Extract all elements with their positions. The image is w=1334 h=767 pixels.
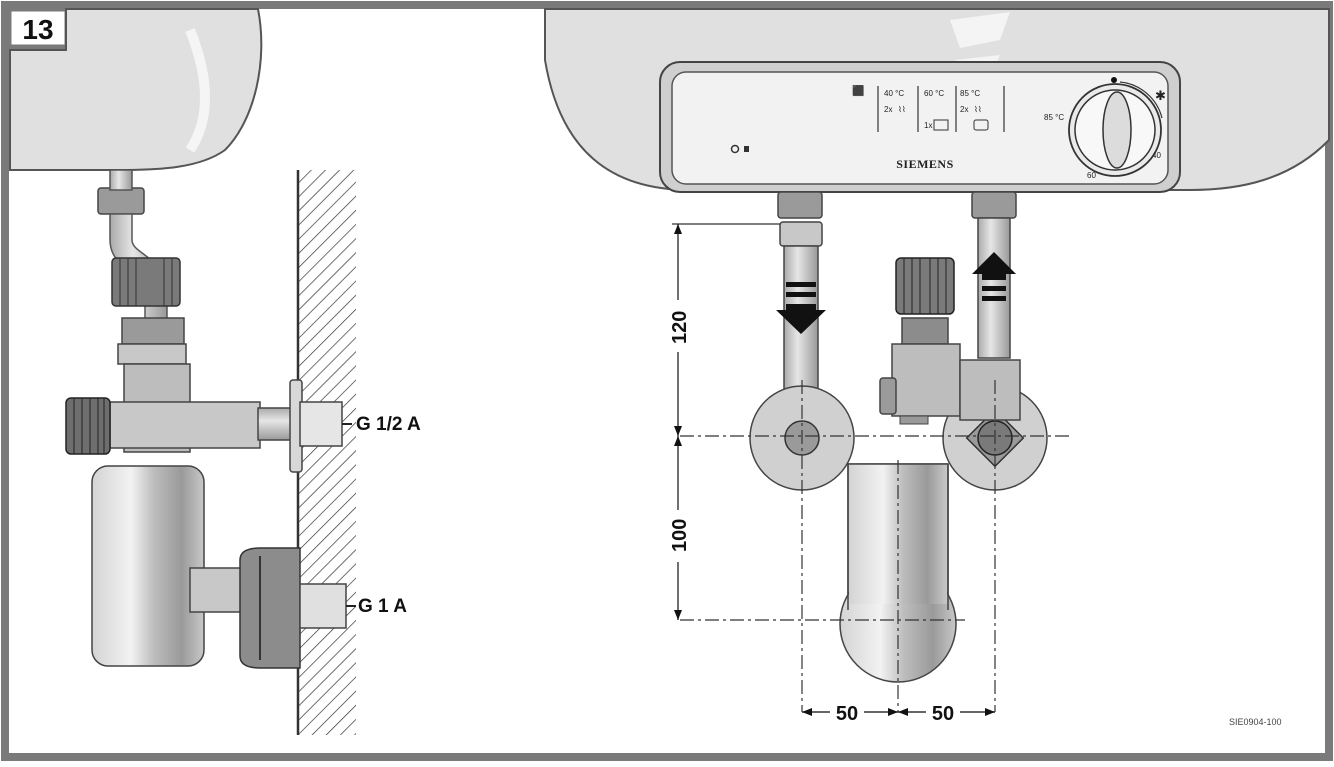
control-panel <box>671 71 1169 185</box>
inlet-nut <box>777 191 823 219</box>
drain-outlet <box>879 377 897 415</box>
dial-label-right: 40 <box>1152 151 1161 160</box>
wall-hatching <box>298 170 356 735</box>
dial-label-top: 85 °C <box>1044 113 1064 122</box>
pipe-nut <box>97 187 145 215</box>
indicator-lamp-icon <box>730 144 740 154</box>
indicator-mark-icon <box>744 146 749 152</box>
thread-fitting-lower <box>299 583 347 629</box>
dimension-50-left: 50 <box>836 703 858 725</box>
centre-lines <box>680 380 1070 712</box>
left-side-view: G 1/2 A G 1 A <box>9 8 421 735</box>
snowflake-icon: ✱ <box>1155 88 1166 103</box>
brand-logo: SIEMENS <box>896 157 954 171</box>
knurled-cap <box>111 257 181 307</box>
dimension-50-right: 50 <box>932 703 954 725</box>
shutoff-knob-icon <box>65 397 111 455</box>
outlet-nut <box>971 191 1017 219</box>
col1-temp: 40 °C <box>884 89 904 98</box>
figure-code: SIE0904-100 <box>1229 717 1282 727</box>
thread-fitting-upper <box>299 401 343 447</box>
down-arrow-icon <box>776 282 826 334</box>
valve-collar <box>117 343 187 365</box>
col3-count: 2x <box>960 105 968 114</box>
dimension-100: 100 <box>669 519 691 552</box>
safety-valve-knob <box>895 257 955 315</box>
vertical-dimension: 120 100 <box>664 223 780 620</box>
siphon-union <box>239 547 301 669</box>
tee-fitting <box>959 359 1021 421</box>
figure-number-badge: 13 <box>6 6 70 50</box>
col2-temp: 60 °C <box>924 89 944 98</box>
temperature-dial[interactable]: 85 °C 40 60 ✱ <box>1044 77 1166 180</box>
horizontal-dimension: 50 50 <box>802 700 995 725</box>
kettle-icon: ⬛ <box>852 84 864 97</box>
thread-label-lower: G 1 A <box>358 596 407 617</box>
bathtub-icon <box>933 119 949 131</box>
col3-temp: 85 °C <box>960 89 980 98</box>
basin-icon <box>973 119 989 131</box>
dial-grip <box>1102 91 1132 169</box>
dial-label-bottom: 60 <box>1087 171 1096 180</box>
siphon-cylinder <box>91 465 205 667</box>
thread-label-upper: G 1/2 A <box>356 414 421 435</box>
heater-highlight <box>185 28 210 153</box>
col2-count: 1x <box>924 121 932 130</box>
shower-icon-2: ⌇⌇ <box>974 105 982 114</box>
up-arrow-icon <box>972 252 1016 301</box>
right-front-view: ⬛ 40 °C 2x ⌇⌇ 60 °C 1x 85 °C 2x ⌇⌇ SIEME… <box>544 8 1330 727</box>
temperature-legend: ⬛ 40 °C 2x ⌇⌇ 60 °C 1x 85 °C 2x ⌇⌇ <box>852 84 1005 132</box>
valve-horizontal-body <box>109 401 261 449</box>
figure-number: 13 <box>22 14 53 45</box>
col1-count: 2x <box>884 105 892 114</box>
safety-valve-body <box>891 343 961 417</box>
dimension-120: 120 <box>669 311 691 344</box>
shower-icon: ⌇⌇ <box>898 105 906 114</box>
